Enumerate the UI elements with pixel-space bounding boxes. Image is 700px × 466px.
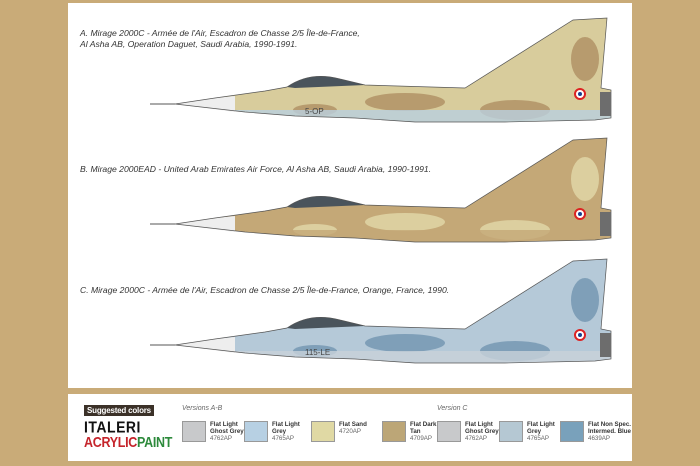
aircraft-profile: 5-OP	[150, 17, 612, 123]
color-chip	[311, 421, 335, 442]
aircraft-profile: 115-LE	[150, 258, 612, 364]
aircraft-profiles: 5-OP 115-LE	[150, 17, 612, 364]
color-chip	[437, 421, 461, 442]
radome	[175, 96, 235, 112]
color-chip	[382, 421, 406, 442]
caption-c-line1: C. Mirage 2000C - Armée de l'Air, Escadr…	[80, 285, 450, 295]
color-chip	[560, 421, 584, 442]
radome	[175, 337, 235, 353]
aircraft-code: 5-OP	[305, 107, 324, 116]
caption-a-line1: A. Mirage 2000C - Armée de l'Air, Escadr…	[80, 28, 360, 38]
version-c-label: Version C	[437, 405, 468, 412]
caption-b: B. Mirage 2000EAD - United Arab Emirates…	[80, 164, 431, 175]
exhaust-nozzle	[600, 333, 611, 357]
exhaust-nozzle	[600, 92, 611, 116]
canopy	[287, 76, 365, 88]
camouflage	[175, 278, 611, 363]
paint-legend: Suggested colors ITALERI ACRYLICPAINT Ve…	[68, 394, 632, 461]
color-chip	[499, 421, 523, 442]
versions-ab-label: Versions A-B	[182, 405, 223, 412]
aircraft-code: 115-LE	[305, 348, 330, 357]
canopy	[287, 196, 365, 208]
color-chip	[182, 421, 206, 442]
camouflage	[175, 157, 611, 242]
caption-a: A. Mirage 2000C - Armée de l'Air, Escadr…	[80, 28, 360, 50]
aircraft-profile	[150, 137, 612, 243]
radome	[175, 216, 235, 232]
exhaust-nozzle	[600, 212, 611, 236]
color-chip	[244, 421, 268, 442]
caption-a-line2: Al Asha AB, Operation Daguet, Saudi Arab…	[80, 39, 298, 49]
acrylic-paint-logo: ACRYLICPAINT	[84, 433, 173, 451]
italeri-logo: ITALERI	[84, 418, 141, 436]
caption-c: C. Mirage 2000C - Armée de l'Air, Escadr…	[80, 285, 449, 296]
caption-b-line1: B. Mirage 2000EAD - United Arab Emirates…	[80, 164, 432, 174]
canopy	[287, 317, 365, 329]
suggested-colors-label: Suggested colors	[84, 405, 154, 416]
